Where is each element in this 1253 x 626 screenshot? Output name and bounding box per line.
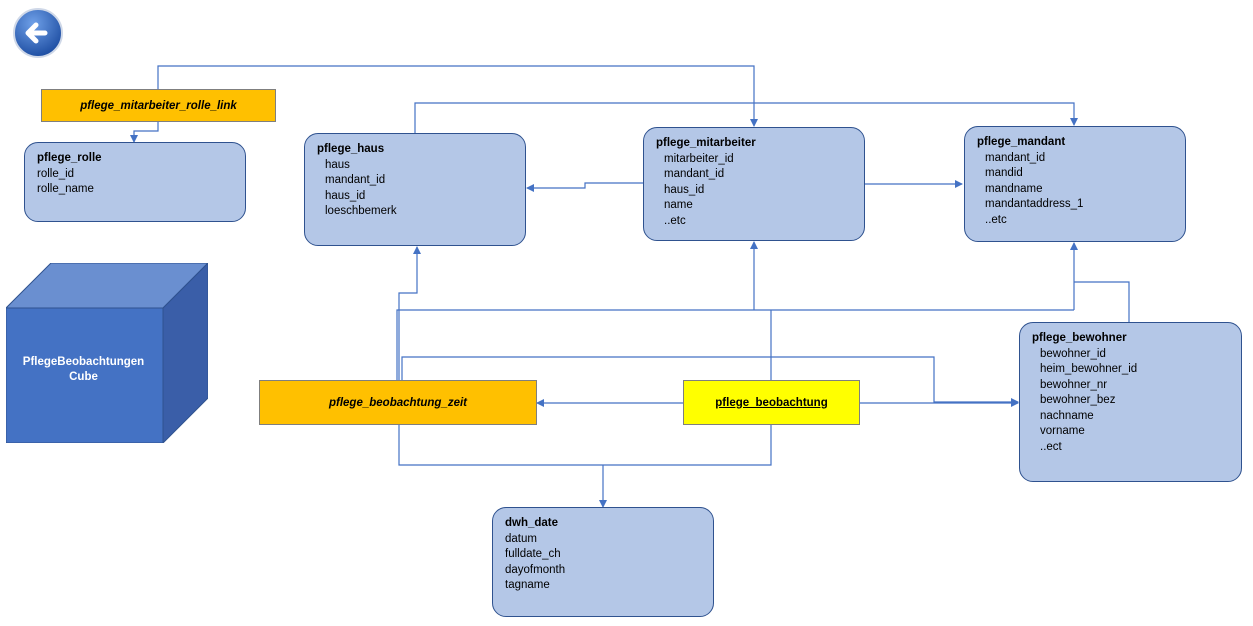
table-field: datum bbox=[505, 532, 537, 545]
connector-zeit-to-date bbox=[398, 425, 603, 466]
table-field: vorname bbox=[1040, 425, 1085, 437]
table-field: haus bbox=[325, 158, 350, 171]
table-field: fulldate_ch bbox=[505, 548, 561, 560]
table-field: mandname bbox=[985, 182, 1043, 195]
table-field: ..etc bbox=[664, 214, 686, 227]
table-field: mandant_id bbox=[325, 174, 386, 186]
table-title: pflege_mandant bbox=[977, 136, 1066, 148]
table-title: pflege_mitarbeiter_rolle_link bbox=[80, 99, 237, 112]
table-dwh-date: dwh_date datum fulldate_ch dayofmonth ta… bbox=[492, 507, 714, 617]
table-field: nachname bbox=[1040, 409, 1094, 422]
cube-label: PflegeBeobachtungen Cube bbox=[6, 355, 161, 385]
table-field: bewohner_nr bbox=[1040, 378, 1108, 391]
table-field: rolle_name bbox=[37, 183, 94, 195]
table-field: haus_id bbox=[664, 183, 705, 196]
table-title: pflege_haus bbox=[317, 143, 385, 155]
connector-haus-to-mandant bbox=[414, 102, 1078, 133]
table-beobachtung-zeit: pflege_beobachtung_zeit bbox=[259, 380, 537, 425]
table-title: pflege_beobachtung bbox=[715, 396, 828, 409]
table-pflege-bewohner: pflege_bewohner bewohner_id heim_bewohne… bbox=[1019, 322, 1242, 482]
connector-bewohner-to-mandant bbox=[1074, 281, 1130, 322]
connector-beobachtung-to-date bbox=[603, 425, 772, 466]
back-button[interactable] bbox=[12, 7, 64, 59]
table-field: mandantaddress_1 bbox=[985, 198, 1084, 210]
table-field: heim_bewohner_id bbox=[1040, 363, 1138, 375]
connector-link-to-mitarbeiter bbox=[157, 65, 758, 127]
table-field: mandid bbox=[985, 167, 1023, 179]
table-pflege-rolle: pflege_rolle rolle_id rolle_name bbox=[24, 142, 246, 222]
table-field: mitarbeiter_id bbox=[664, 152, 734, 165]
table-field: mandant_id bbox=[985, 151, 1046, 164]
table-field: name bbox=[664, 199, 693, 211]
connector-zeit-network bbox=[396, 309, 1074, 380]
table-field: tagname bbox=[505, 579, 550, 591]
connector-link-to-rolle bbox=[130, 122, 159, 143]
table-field: haus_id bbox=[325, 189, 366, 202]
cube-shape bbox=[6, 263, 208, 443]
table-field: bewohner_bez bbox=[1040, 394, 1116, 406]
cube-label-line1: PflegeBeobachtungen bbox=[22, 356, 145, 368]
cube-label-line2: Cube bbox=[69, 371, 98, 383]
table-field: rolle_id bbox=[37, 167, 75, 180]
table-title: dwh_date bbox=[505, 517, 559, 529]
table-pflege-mandant: pflege_mandant mandant_id mandid mandnam… bbox=[964, 126, 1186, 242]
table-title: pflege_rolle bbox=[37, 152, 102, 164]
table-field: dayofmonth bbox=[505, 563, 566, 576]
connector-zeit-to-haus bbox=[398, 246, 421, 380]
table-title: pflege_beobachtung_zeit bbox=[328, 396, 468, 409]
table-beobachtung: pflege_beobachtung bbox=[683, 380, 860, 425]
connector-mitarbeiter-to-haus bbox=[526, 182, 643, 192]
table-title: pflege_bewohner bbox=[1032, 332, 1127, 344]
table-field: loeschbemerk bbox=[325, 205, 397, 217]
table-field: ..etc bbox=[985, 213, 1007, 226]
table-field: ..ect bbox=[1040, 440, 1062, 453]
table-field: bewohner_id bbox=[1040, 347, 1106, 360]
table-pflege-haus: pflege_haus haus mandant_id haus_id loes… bbox=[304, 133, 526, 246]
table-pflege-mitarbeiter: pflege_mitarbeiter mitarbeiter_id mandan… bbox=[643, 127, 865, 241]
table-title: pflege_mitarbeiter bbox=[656, 137, 756, 149]
table-mitarbeiter-rolle-link: pflege_mitarbeiter_rolle_link bbox=[41, 89, 276, 122]
arrow-left-icon bbox=[13, 8, 63, 58]
table-field: mandant_id bbox=[664, 168, 725, 180]
connector-zeit-to-bewohner bbox=[401, 356, 1019, 406]
